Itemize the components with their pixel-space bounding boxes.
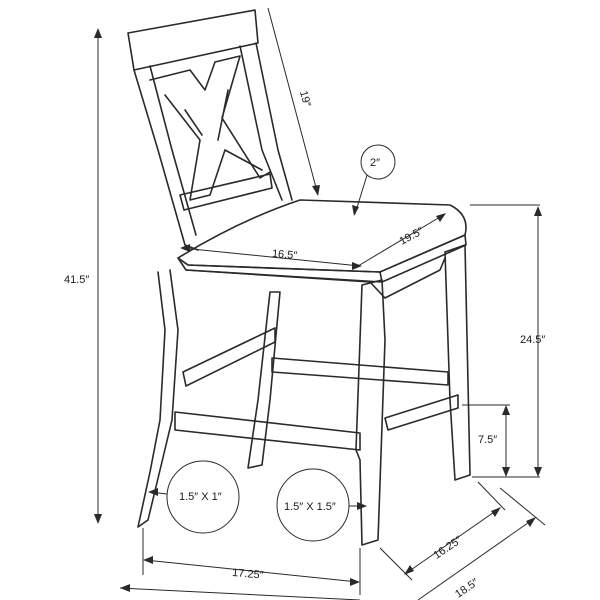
stretcher-side-right bbox=[384, 394, 459, 431]
back-x-cross bbox=[149, 55, 271, 201]
back-leg-right bbox=[247, 291, 281, 469]
seat-depth-label: 19.5″ bbox=[398, 225, 426, 248]
front-leg-left bbox=[355, 279, 386, 546]
back-post-left bbox=[133, 65, 199, 251]
stretcher-side-left bbox=[182, 327, 276, 387]
base-width-label: 17.25″ bbox=[232, 567, 264, 582]
seat-height-label: 24.5″ bbox=[520, 334, 545, 346]
base-depth-label: 16.25″ bbox=[431, 534, 464, 562]
dimension-lines bbox=[94, 7, 546, 600]
back-leg-callout bbox=[276, 468, 350, 542]
front-leg-callout bbox=[166, 460, 240, 534]
front-leg-size-label: 1.5″ X 1″ bbox=[179, 491, 222, 503]
chair-drawing bbox=[127, 9, 471, 546]
seat bbox=[177, 199, 467, 273]
back-leg-left bbox=[137, 269, 179, 528]
seat-thickness-label: 2″ bbox=[370, 157, 380, 169]
total-height-label: 41.5″ bbox=[64, 274, 89, 286]
seat-width-label: 16.5″ bbox=[271, 248, 297, 262]
back-leg-size-label: 1.5″ X 1.5″ bbox=[284, 501, 336, 513]
stretcher-front bbox=[174, 411, 361, 451]
front-leg-right bbox=[444, 244, 471, 481]
seat-thickness-callout bbox=[360, 144, 396, 180]
footrest-height-label: 7.5″ bbox=[478, 434, 497, 446]
back-height-label: 19″ bbox=[297, 89, 313, 108]
back-post-right bbox=[239, 42, 293, 201]
stretcher-back bbox=[271, 357, 449, 386]
callouts bbox=[166, 144, 396, 542]
overall-depth-label: 18.5″ bbox=[453, 576, 481, 600]
